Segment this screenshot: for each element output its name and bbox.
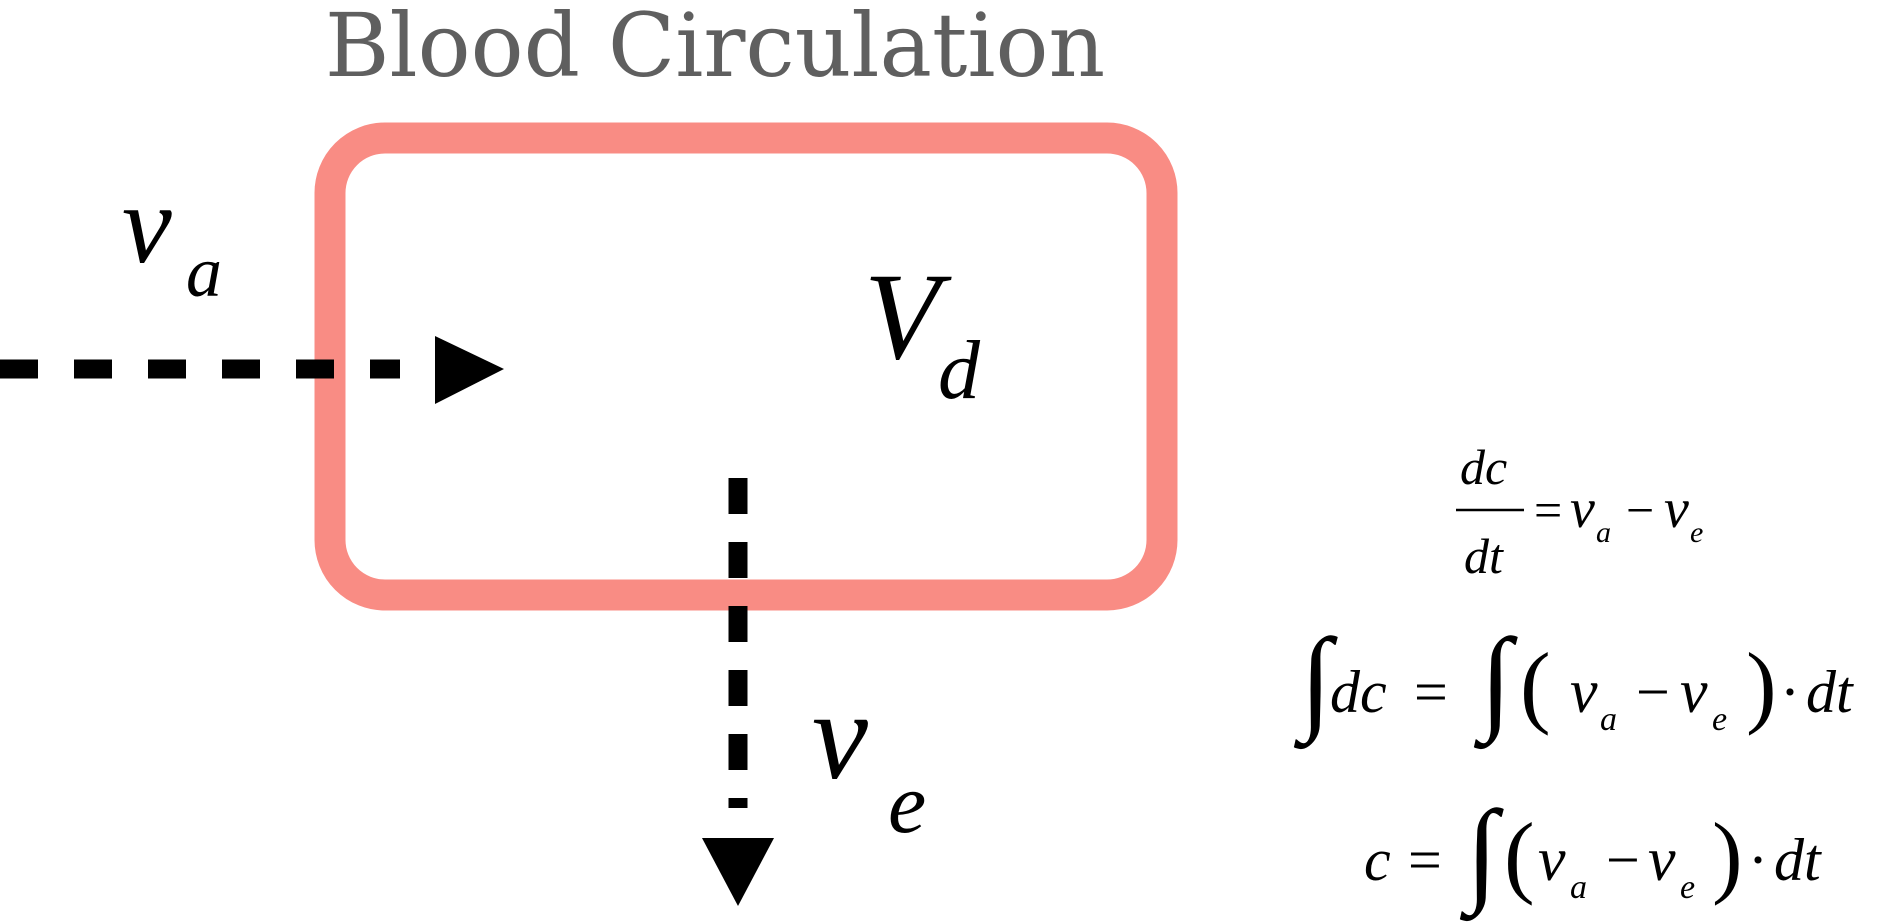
outflow-label: v e [812, 667, 926, 851]
eq3-a-sub: a [1570, 869, 1587, 906]
eq2-dc: dc [1330, 659, 1387, 725]
eq2-minus: − [1636, 659, 1670, 725]
inflow-var: v [122, 163, 172, 287]
eq2-equals: = [1414, 659, 1448, 725]
diagram-title: Blood Circulation [324, 0, 1106, 97]
eq3-dt: dt [1774, 827, 1822, 893]
volume-var: V [864, 248, 952, 385]
eq2-b-sub: e [1712, 701, 1727, 738]
outflow-var: v [812, 667, 868, 806]
eq3-b: v [1648, 826, 1676, 894]
eq2-dot: · [1780, 659, 1800, 725]
eq3-integral: ∫ [1459, 788, 1504, 922]
inflow-arrowhead [435, 336, 504, 404]
inflow-sub: a [186, 232, 222, 312]
outflow-arrowhead [702, 838, 774, 906]
eq1-numerator: dc [1460, 439, 1507, 495]
eq3-equals: = [1408, 827, 1442, 893]
eq1-a-sub: a [1596, 516, 1611, 549]
eq2-b: v [1680, 658, 1708, 726]
eq2-a: v [1570, 658, 1598, 726]
eq2-right-paren: ) [1746, 634, 1777, 736]
eq3-dot: · [1748, 827, 1768, 893]
eq1-minus: − [1626, 482, 1654, 538]
equation-1: dc dt = v a − v e [1456, 439, 1703, 584]
eq3-a: v [1538, 826, 1566, 894]
equation-3: c = ∫ ( v a − v e ) · dt [1364, 788, 1822, 922]
eq1-a: v [1570, 478, 1595, 540]
eq3-right-paren: ) [1712, 804, 1743, 906]
volume-sub: d [938, 324, 981, 417]
eq1-equals: = [1534, 482, 1562, 538]
outflow-sub: e [888, 755, 926, 851]
equation-2: ∫ dc = ∫ ( v a − v e ) · dt [1293, 616, 1854, 750]
eq3-b-sub: e [1680, 869, 1695, 906]
eq3-left-paren: ( [1504, 804, 1535, 906]
eq3-minus: − [1606, 827, 1640, 893]
eq1-denominator: dt [1464, 528, 1504, 584]
inflow-label: v a [122, 163, 222, 312]
eq2-integral-2: ∫ [1473, 616, 1518, 750]
eq1-b-sub: e [1690, 516, 1703, 549]
eq2-left-paren: ( [1520, 634, 1551, 736]
volume-label: V d [864, 248, 981, 417]
eq2-integral-1: ∫ [1293, 616, 1338, 750]
eq3-c: c [1364, 827, 1391, 893]
eq2-a-sub: a [1600, 701, 1617, 738]
eq2-dt: dt [1806, 659, 1854, 725]
eq1-b: v [1664, 478, 1689, 540]
